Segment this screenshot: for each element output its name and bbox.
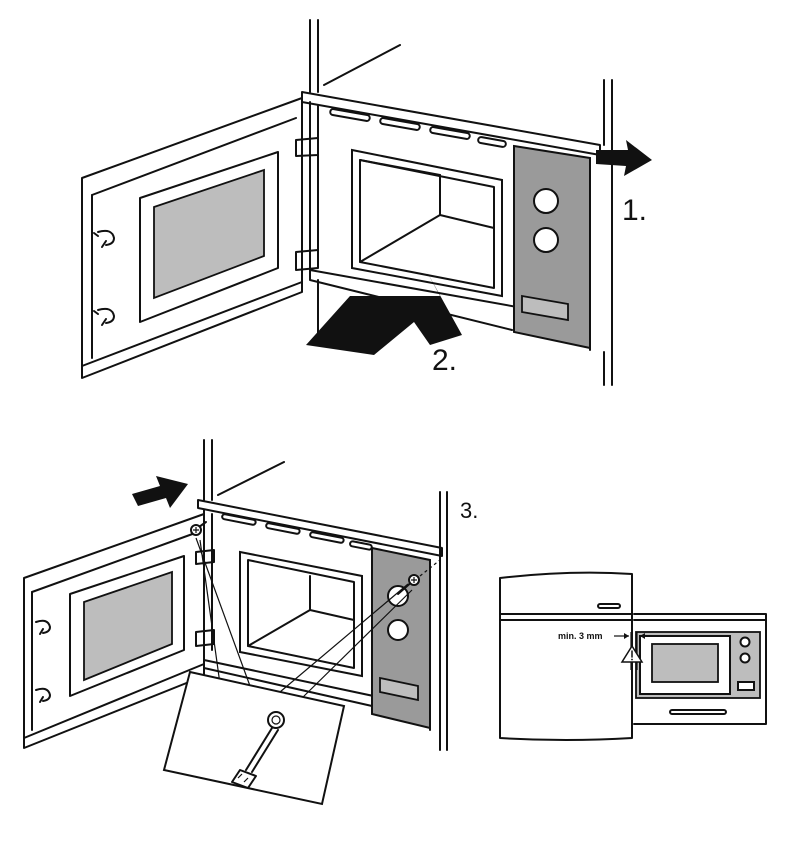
knob-icon <box>533 227 559 253</box>
screw-icon <box>190 521 207 536</box>
screw-detail-callout <box>162 670 346 806</box>
knob-icon <box>387 619 409 641</box>
knob-icon <box>739 652 751 664</box>
knob-icon <box>739 636 751 648</box>
arrow-right-icon <box>596 140 652 176</box>
screwdriver-icon <box>231 711 285 789</box>
step-3-label: 3. <box>460 498 478 523</box>
arrow-push-icon <box>132 476 188 508</box>
clearance-label: min. 3 mm <box>558 631 603 641</box>
display-window <box>521 294 569 322</box>
warning-triangle-icon <box>620 644 644 663</box>
top-vents <box>221 513 373 551</box>
top-vents <box>329 108 507 148</box>
screw-icon <box>397 574 420 595</box>
knob-icon <box>387 585 409 607</box>
knob-icon <box>533 188 559 214</box>
top-illustration: 1. 2. <box>81 19 652 386</box>
bottom-left-illustration: 3. <box>23 439 478 806</box>
step-2-label: 2. <box>432 344 457 377</box>
step-1-label: 1. <box>622 194 647 227</box>
arrow-push-icon <box>306 270 462 355</box>
bottom-right-illustration: min. 3 mm <box>499 571 767 741</box>
